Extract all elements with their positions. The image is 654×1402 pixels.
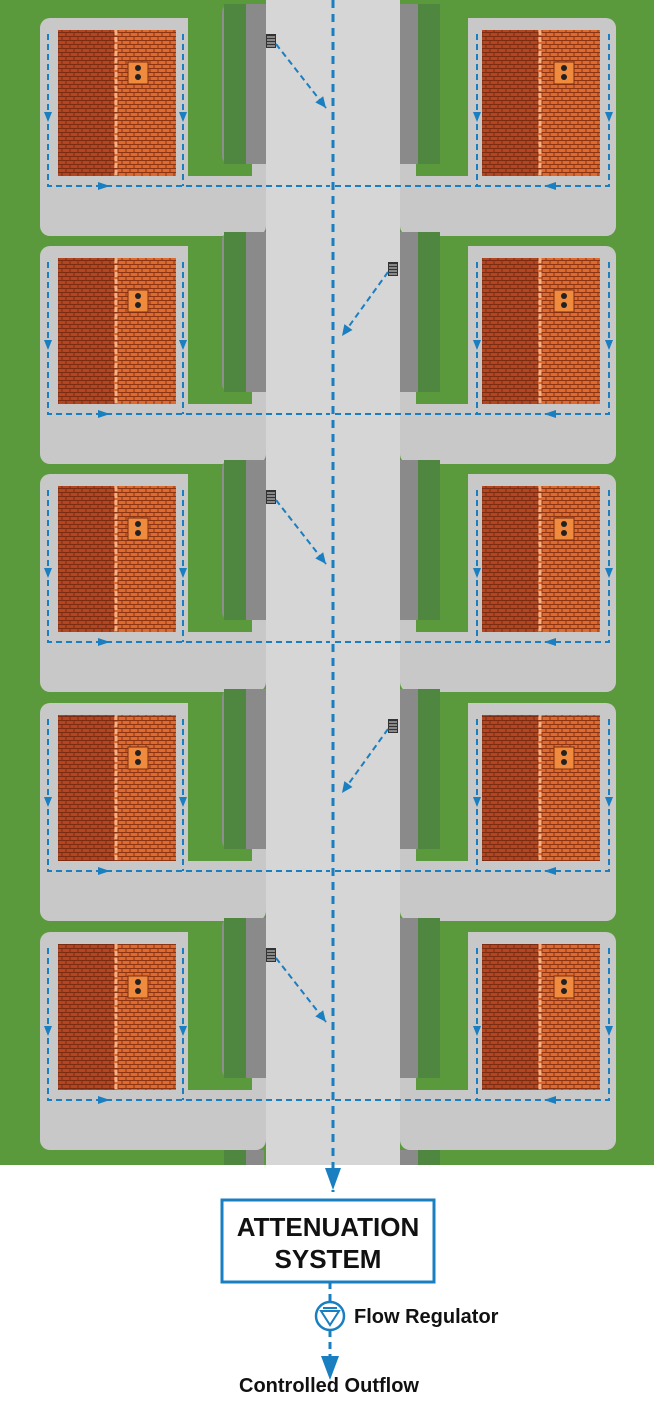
chimney-flue xyxy=(561,750,567,756)
plot-left xyxy=(40,460,266,692)
chimney-flue xyxy=(561,759,567,765)
plot-left xyxy=(40,689,266,921)
roof-light-side xyxy=(114,715,176,861)
hedge xyxy=(224,460,246,620)
chimney-flue xyxy=(135,74,141,80)
gully-drain-icon xyxy=(266,948,276,962)
roof-dark-side xyxy=(482,486,538,632)
roof-dark-side xyxy=(58,30,114,176)
curb xyxy=(400,918,418,1078)
chimney-flue xyxy=(135,293,141,299)
chimney-flue xyxy=(135,302,141,308)
roof-light-side xyxy=(114,258,176,404)
curb xyxy=(400,232,418,392)
chimney-flue xyxy=(561,530,567,536)
roof-dark-side xyxy=(58,258,114,404)
curb xyxy=(400,4,418,164)
hedge xyxy=(224,232,246,392)
plot-right xyxy=(400,460,616,692)
roof-dark-side xyxy=(482,30,538,176)
hedge xyxy=(418,460,440,620)
gully-drain-icon xyxy=(266,490,276,504)
chimney-flue xyxy=(135,65,141,71)
hedge xyxy=(418,232,440,392)
roof-light-side xyxy=(538,715,600,861)
chimney-flue xyxy=(561,988,567,994)
hedge xyxy=(418,689,440,849)
plot-right xyxy=(400,689,616,921)
roof-light-side xyxy=(114,30,176,176)
gully-drain-icon xyxy=(388,719,398,733)
flow-arrow-icon xyxy=(325,1168,341,1190)
chimney-flue xyxy=(135,979,141,985)
chimney-flue xyxy=(561,979,567,985)
chimney-flue xyxy=(135,530,141,536)
hedge xyxy=(224,918,246,1078)
plot-right xyxy=(400,232,616,464)
curb xyxy=(246,1150,264,1165)
plot-right xyxy=(400,918,616,1150)
curb xyxy=(246,918,266,1078)
roof-dark-side xyxy=(482,258,538,404)
roof-light-side xyxy=(114,486,176,632)
chimney-flue xyxy=(561,65,567,71)
gully-drain-icon xyxy=(388,262,398,276)
curb xyxy=(246,689,266,849)
attenuation-title-line2: SYSTEM xyxy=(275,1244,382,1274)
roof-light-side xyxy=(538,486,600,632)
roof-dark-side xyxy=(482,944,538,1090)
roof-dark-side xyxy=(482,715,538,861)
controlled-outflow-label: Controlled Outflow xyxy=(239,1375,419,1397)
plot-left xyxy=(40,232,266,464)
roof-dark-side xyxy=(58,944,114,1090)
curb xyxy=(246,460,266,620)
chimney-flue xyxy=(561,521,567,527)
plot-left xyxy=(40,918,266,1150)
flow-regulator-icon xyxy=(316,1302,344,1330)
chimney-flue xyxy=(135,759,141,765)
roof-light-side xyxy=(538,30,600,176)
plot-right xyxy=(400,4,616,236)
flow-regulator-label: Flow Regulator xyxy=(354,1306,499,1328)
roof-dark-side xyxy=(58,486,114,632)
curb xyxy=(400,689,418,849)
hedge xyxy=(224,689,246,849)
hedge xyxy=(224,4,246,164)
gully-drain-icon xyxy=(266,34,276,48)
hedge xyxy=(418,4,440,164)
chimney-flue xyxy=(561,293,567,299)
hedge xyxy=(418,918,440,1078)
curb xyxy=(400,1150,418,1165)
chimney-flue xyxy=(561,74,567,80)
chimney-flue xyxy=(135,521,141,527)
roof-light-side xyxy=(538,944,600,1090)
hedge xyxy=(224,1150,246,1165)
chimney-flue xyxy=(561,302,567,308)
hedge xyxy=(418,1150,440,1165)
curb xyxy=(246,232,266,392)
chimney-flue xyxy=(135,988,141,994)
roof-light-side xyxy=(114,944,176,1090)
plot-left xyxy=(40,4,266,236)
attenuation-title-line1: ATTENUATION xyxy=(237,1212,419,1242)
roof-dark-side xyxy=(58,715,114,861)
curb xyxy=(246,4,266,164)
chimney-flue xyxy=(135,750,141,756)
curb xyxy=(400,460,418,620)
roof-light-side xyxy=(538,258,600,404)
